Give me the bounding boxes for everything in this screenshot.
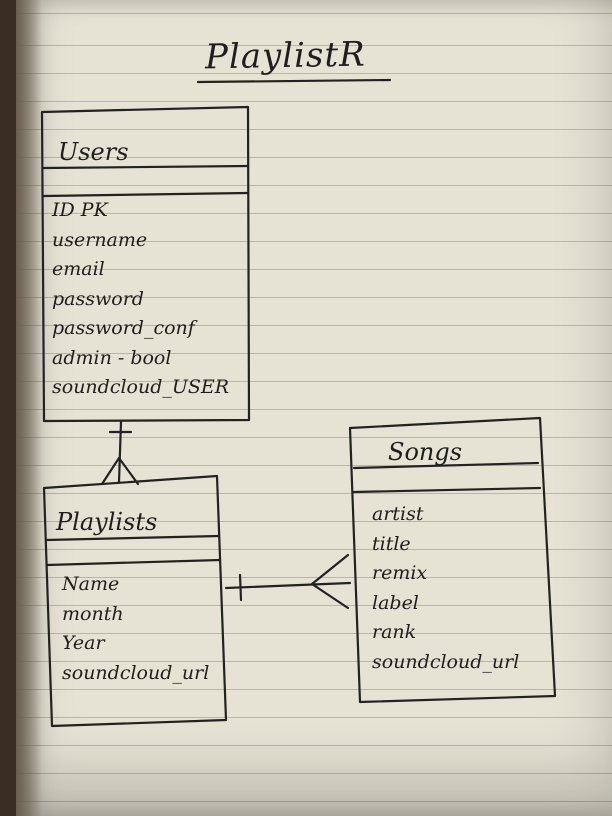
songs-header-divider-2 bbox=[352, 486, 542, 494]
songs-attribute: soundcloud_url bbox=[372, 650, 520, 673]
songs-attribute: title bbox=[372, 532, 411, 555]
users-attribute: password bbox=[52, 287, 144, 310]
playlists-attribute: month bbox=[62, 602, 124, 625]
playlists-header-divider bbox=[44, 534, 221, 542]
playlists-attribute: Name bbox=[62, 573, 120, 595]
users-attribute: password_conf bbox=[52, 317, 195, 339]
users-attribute: admin - bool bbox=[52, 346, 172, 369]
songs-attribute: label bbox=[372, 591, 419, 614]
users-attribute: ID PK bbox=[52, 199, 108, 221]
playlists-attribute: Year bbox=[62, 632, 105, 654]
playlists-songs-connector bbox=[224, 581, 352, 590]
page-gutter-shadow bbox=[16, 0, 42, 816]
songs-attribute: remix bbox=[372, 562, 428, 584]
users-attribute-list: ID PK username email password password_c… bbox=[52, 196, 229, 403]
users-entity-title: Users bbox=[58, 138, 129, 166]
users-entity-box bbox=[40, 105, 251, 423]
title-underline bbox=[196, 78, 392, 84]
users-header-divider bbox=[42, 164, 250, 170]
playlists-one-marker bbox=[238, 573, 243, 602]
users-attribute: email bbox=[52, 258, 105, 280]
songs-attribute: artist bbox=[372, 503, 424, 525]
playlists-header-divider-2 bbox=[45, 558, 222, 567]
songs-many-marker bbox=[310, 553, 350, 610]
users-attribute: soundcloud_USER bbox=[52, 376, 230, 398]
notebook-page bbox=[16, 0, 612, 816]
users-attribute: username bbox=[52, 228, 148, 251]
playlists-attribute-list: Name month Year soundcloud_url bbox=[62, 570, 209, 688]
songs-attribute: rank bbox=[372, 621, 417, 643]
users-header-divider-2 bbox=[42, 191, 249, 198]
playlists-attribute: soundcloud_url bbox=[62, 661, 210, 684]
songs-entity-box bbox=[348, 416, 557, 704]
playlists-many-marker bbox=[100, 456, 140, 486]
songs-attribute-list: artist title remix label rank soundcloud… bbox=[372, 500, 519, 677]
songs-header-divider bbox=[352, 461, 540, 470]
playlists-entity-box bbox=[42, 474, 228, 728]
songs-entity-title: Songs bbox=[388, 438, 463, 466]
playlists-entity-title: Playlists bbox=[56, 508, 158, 536]
diagram-title: PlaylistR bbox=[204, 34, 367, 78]
